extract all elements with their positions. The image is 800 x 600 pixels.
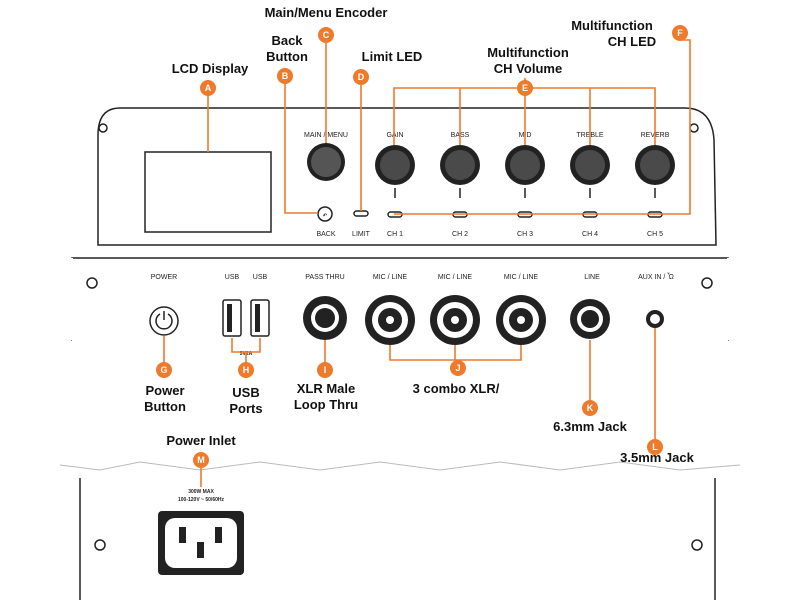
- label-ch-led-2: CH LED: [608, 34, 656, 49]
- label-jack-35: 3.5mm Jack: [620, 450, 694, 465]
- badge-g: G: [156, 362, 172, 378]
- channel-knob[interactable]: [635, 145, 675, 198]
- channel-knob[interactable]: [375, 145, 415, 198]
- badge-k: K: [582, 400, 598, 416]
- badge-l: L: [647, 439, 663, 455]
- channel-label: CH 3: [517, 231, 533, 238]
- channel-label: CH 1: [387, 231, 403, 238]
- channel-knob[interactable]: [570, 145, 610, 198]
- screw-icon: [94, 539, 106, 551]
- back-icon: ↶: [322, 213, 328, 219]
- aux-in-label: AUX IN / Ὦ: [638, 272, 674, 281]
- channel-knob[interactable]: [440, 145, 480, 198]
- encoder-cap: [311, 147, 341, 177]
- limit-label: LIMIT: [352, 231, 371, 238]
- badge-d: D: [353, 69, 369, 85]
- badge-e: E: [517, 80, 533, 96]
- badge-c: C: [318, 27, 334, 43]
- mic-line-label-2: MIC / LINE: [438, 274, 473, 281]
- svg-text:E: E: [522, 83, 528, 93]
- line-label: LINE: [584, 274, 600, 281]
- knob-row: GAIN BASS MID TREBLE REVERB CH 1 CH 2 CH…: [375, 132, 675, 238]
- label-power-button-1: Power: [145, 383, 184, 398]
- usb-port[interactable]: [250, 299, 270, 337]
- svg-text:B: B: [282, 71, 289, 81]
- label-combo-xlr: 3 combo XLR/: [413, 381, 500, 396]
- svg-text:M: M: [197, 455, 205, 465]
- power-icon: [155, 313, 173, 330]
- usb-label-a: USB: [225, 274, 240, 281]
- top-panel-outline: [97, 107, 717, 246]
- mic-line-label-3: MIC / LINE: [504, 274, 539, 281]
- svg-text:D: D: [358, 72, 365, 82]
- svg-text:C: C: [323, 30, 330, 40]
- limit-led: [353, 210, 369, 217]
- lcd-display: [144, 151, 272, 233]
- badges: A B C D E F G H I J K L M: [156, 25, 688, 468]
- svg-text:H: H: [243, 365, 250, 375]
- power-button[interactable]: [149, 306, 179, 336]
- svg-text:L: L: [652, 442, 658, 452]
- badge-b: B: [277, 68, 293, 84]
- badge-i: I: [317, 362, 333, 378]
- back-label: BACK: [316, 231, 335, 238]
- badge-j: J: [450, 360, 466, 376]
- svg-text:I: I: [324, 365, 327, 375]
- mic-line-label-1: MIC / LINE: [373, 274, 408, 281]
- combo-xlr-jack[interactable]: [430, 295, 480, 345]
- badge-m: M: [193, 452, 209, 468]
- usb-label-b: USB: [253, 274, 268, 281]
- bottom-panel-outline: [79, 478, 716, 600]
- label-lcd-display: LCD Display: [172, 61, 249, 76]
- label-power-button-2: Button: [144, 399, 186, 414]
- label-usb-ports-2: Ports: [229, 401, 262, 416]
- screw-icon: [691, 539, 703, 551]
- label-ch-volume-2: CH Volume: [494, 61, 562, 76]
- channel-label: CH 5: [647, 231, 663, 238]
- screw-icon: [689, 123, 699, 133]
- channel-knob[interactable]: [505, 145, 545, 198]
- combo-xlr-jack[interactable]: [496, 295, 546, 345]
- power-label: POWER: [151, 274, 177, 281]
- label-jack-63: 6.3mm Jack: [553, 419, 627, 434]
- svg-text:A: A: [205, 83, 212, 93]
- bottom-zigzag-edge: [59, 461, 741, 471]
- label-xlr-loop-2: Loop Thru: [294, 397, 358, 412]
- channel-label: CH 2: [452, 231, 468, 238]
- badge-a: A: [200, 80, 216, 96]
- pass-thru-label: PASS THRU: [305, 274, 344, 281]
- combo-xlr-jack[interactable]: [365, 295, 415, 345]
- svg-text:G: G: [160, 365, 167, 375]
- screw-icon: [701, 277, 713, 289]
- screw-icon: [98, 123, 108, 133]
- channel-label: CH 4: [582, 231, 598, 238]
- label-xlr-loop-1: XLR Male: [297, 381, 356, 396]
- label-back-button-1: Back: [271, 33, 303, 48]
- knob-label-gain: GAIN: [386, 132, 403, 139]
- badge-f: F: [672, 25, 688, 41]
- label-ch-led-1: Multifunction: [571, 18, 653, 33]
- svg-text:K: K: [587, 403, 594, 413]
- label-limit-led: Limit LED: [362, 49, 423, 64]
- label-usb-ports-1: USB: [232, 385, 259, 400]
- badge-h: H: [238, 362, 254, 378]
- svg-text:F: F: [677, 28, 683, 38]
- label-back-button-2: Button: [266, 49, 308, 64]
- screw-icon: [86, 277, 98, 289]
- label-power-inlet: Power Inlet: [166, 433, 236, 448]
- back-button[interactable]: [317, 206, 333, 222]
- svg-text:J: J: [455, 363, 460, 373]
- label-main-menu-encoder: Main/Menu Encoder: [265, 5, 388, 20]
- power-inlet-voltage: 100-120V ~ 50/60Hz: [178, 497, 225, 503]
- usb-port[interactable]: [222, 299, 242, 337]
- power-inlet-max: 300W MAX: [188, 489, 214, 495]
- annotation-labels: LCD Display Back Button Main/Menu Encode…: [144, 5, 695, 465]
- label-ch-volume-1: Multifunction: [487, 45, 569, 60]
